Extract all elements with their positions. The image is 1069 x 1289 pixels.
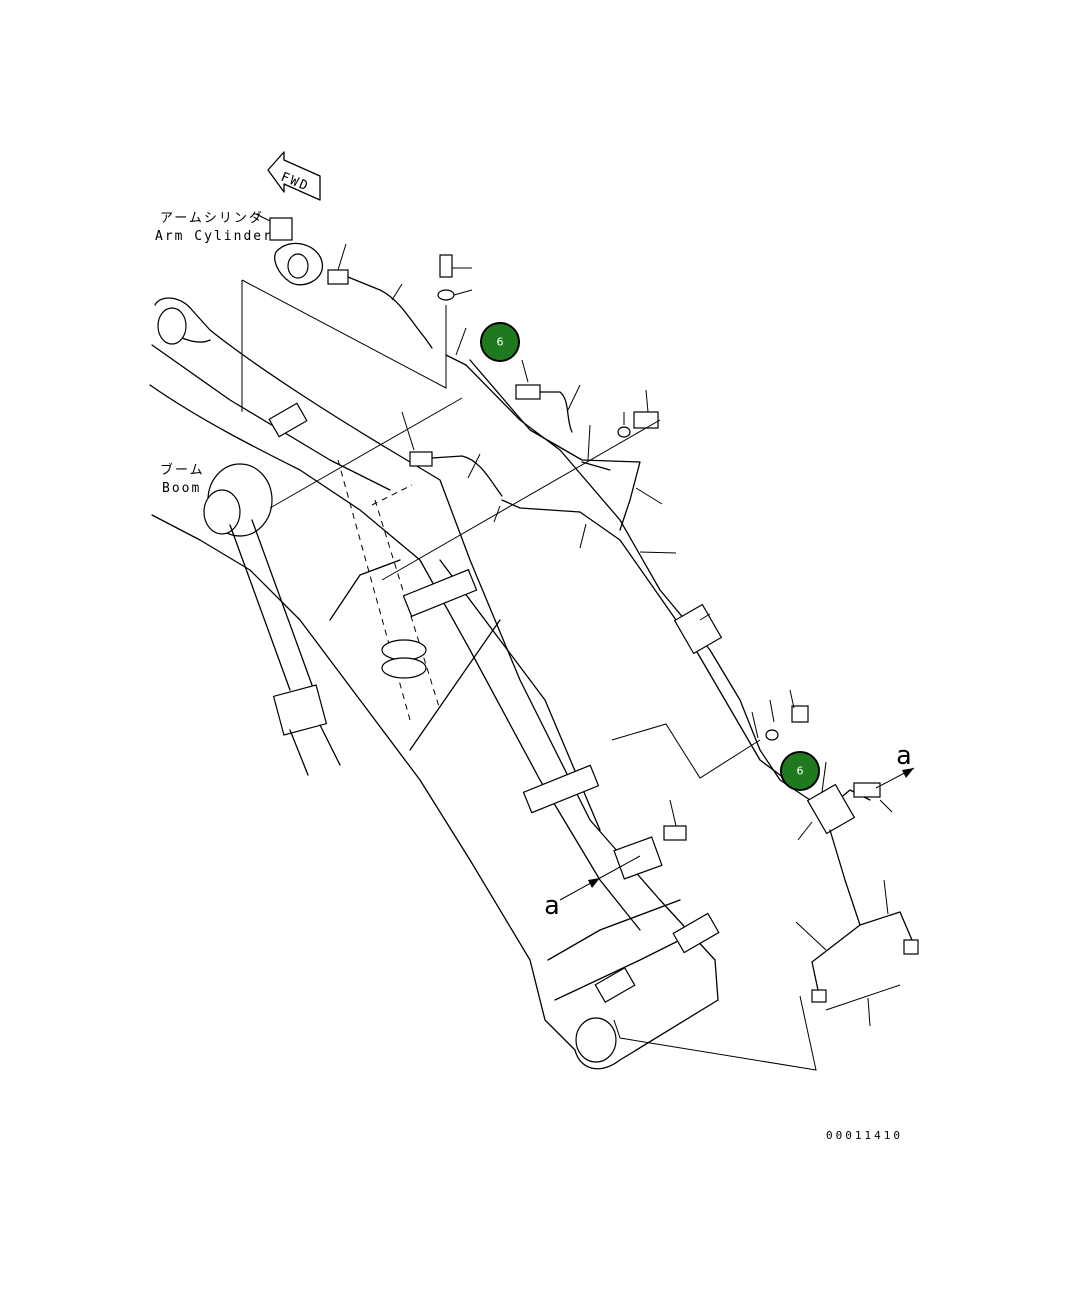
boom-label-jp: ブーム — [160, 462, 205, 478]
view-a-label-top: a — [896, 741, 912, 771]
boom-structure — [149, 297, 719, 1070]
boom-label-en: Boom — [162, 481, 201, 496]
callout-6-bottom[interactable]: 6 — [780, 751, 820, 791]
arm-cylinder-end — [269, 217, 323, 286]
view-a-arrow-top: a — [875, 741, 915, 789]
arm-cylinder-rod — [229, 519, 341, 776]
arm-cylinder-label-en: Arm Cylinder — [155, 229, 273, 244]
drawing-number: 00011410 — [826, 1129, 903, 1142]
view-a-label-bottom: a — [544, 891, 560, 921]
callout-6-bottom-marker — [780, 751, 820, 791]
view-a-arrow-bottom: a — [544, 855, 641, 921]
leader-lines — [241, 243, 901, 1071]
callout-6-top-marker — [480, 322, 520, 362]
top-fittings — [327, 254, 659, 497]
arm-cylinder-label-jp: アームシリンダ — [160, 211, 264, 226]
callout-6-top-text: 6 — [497, 336, 504, 349]
hose-routing — [445, 354, 919, 1003]
hose-clamps — [268, 402, 720, 1003]
fwd-arrow-icon: FWD — [267, 151, 321, 201]
callout-6-top[interactable]: 6 — [480, 322, 520, 362]
callout-6-bottom-text: 6 — [797, 765, 804, 778]
